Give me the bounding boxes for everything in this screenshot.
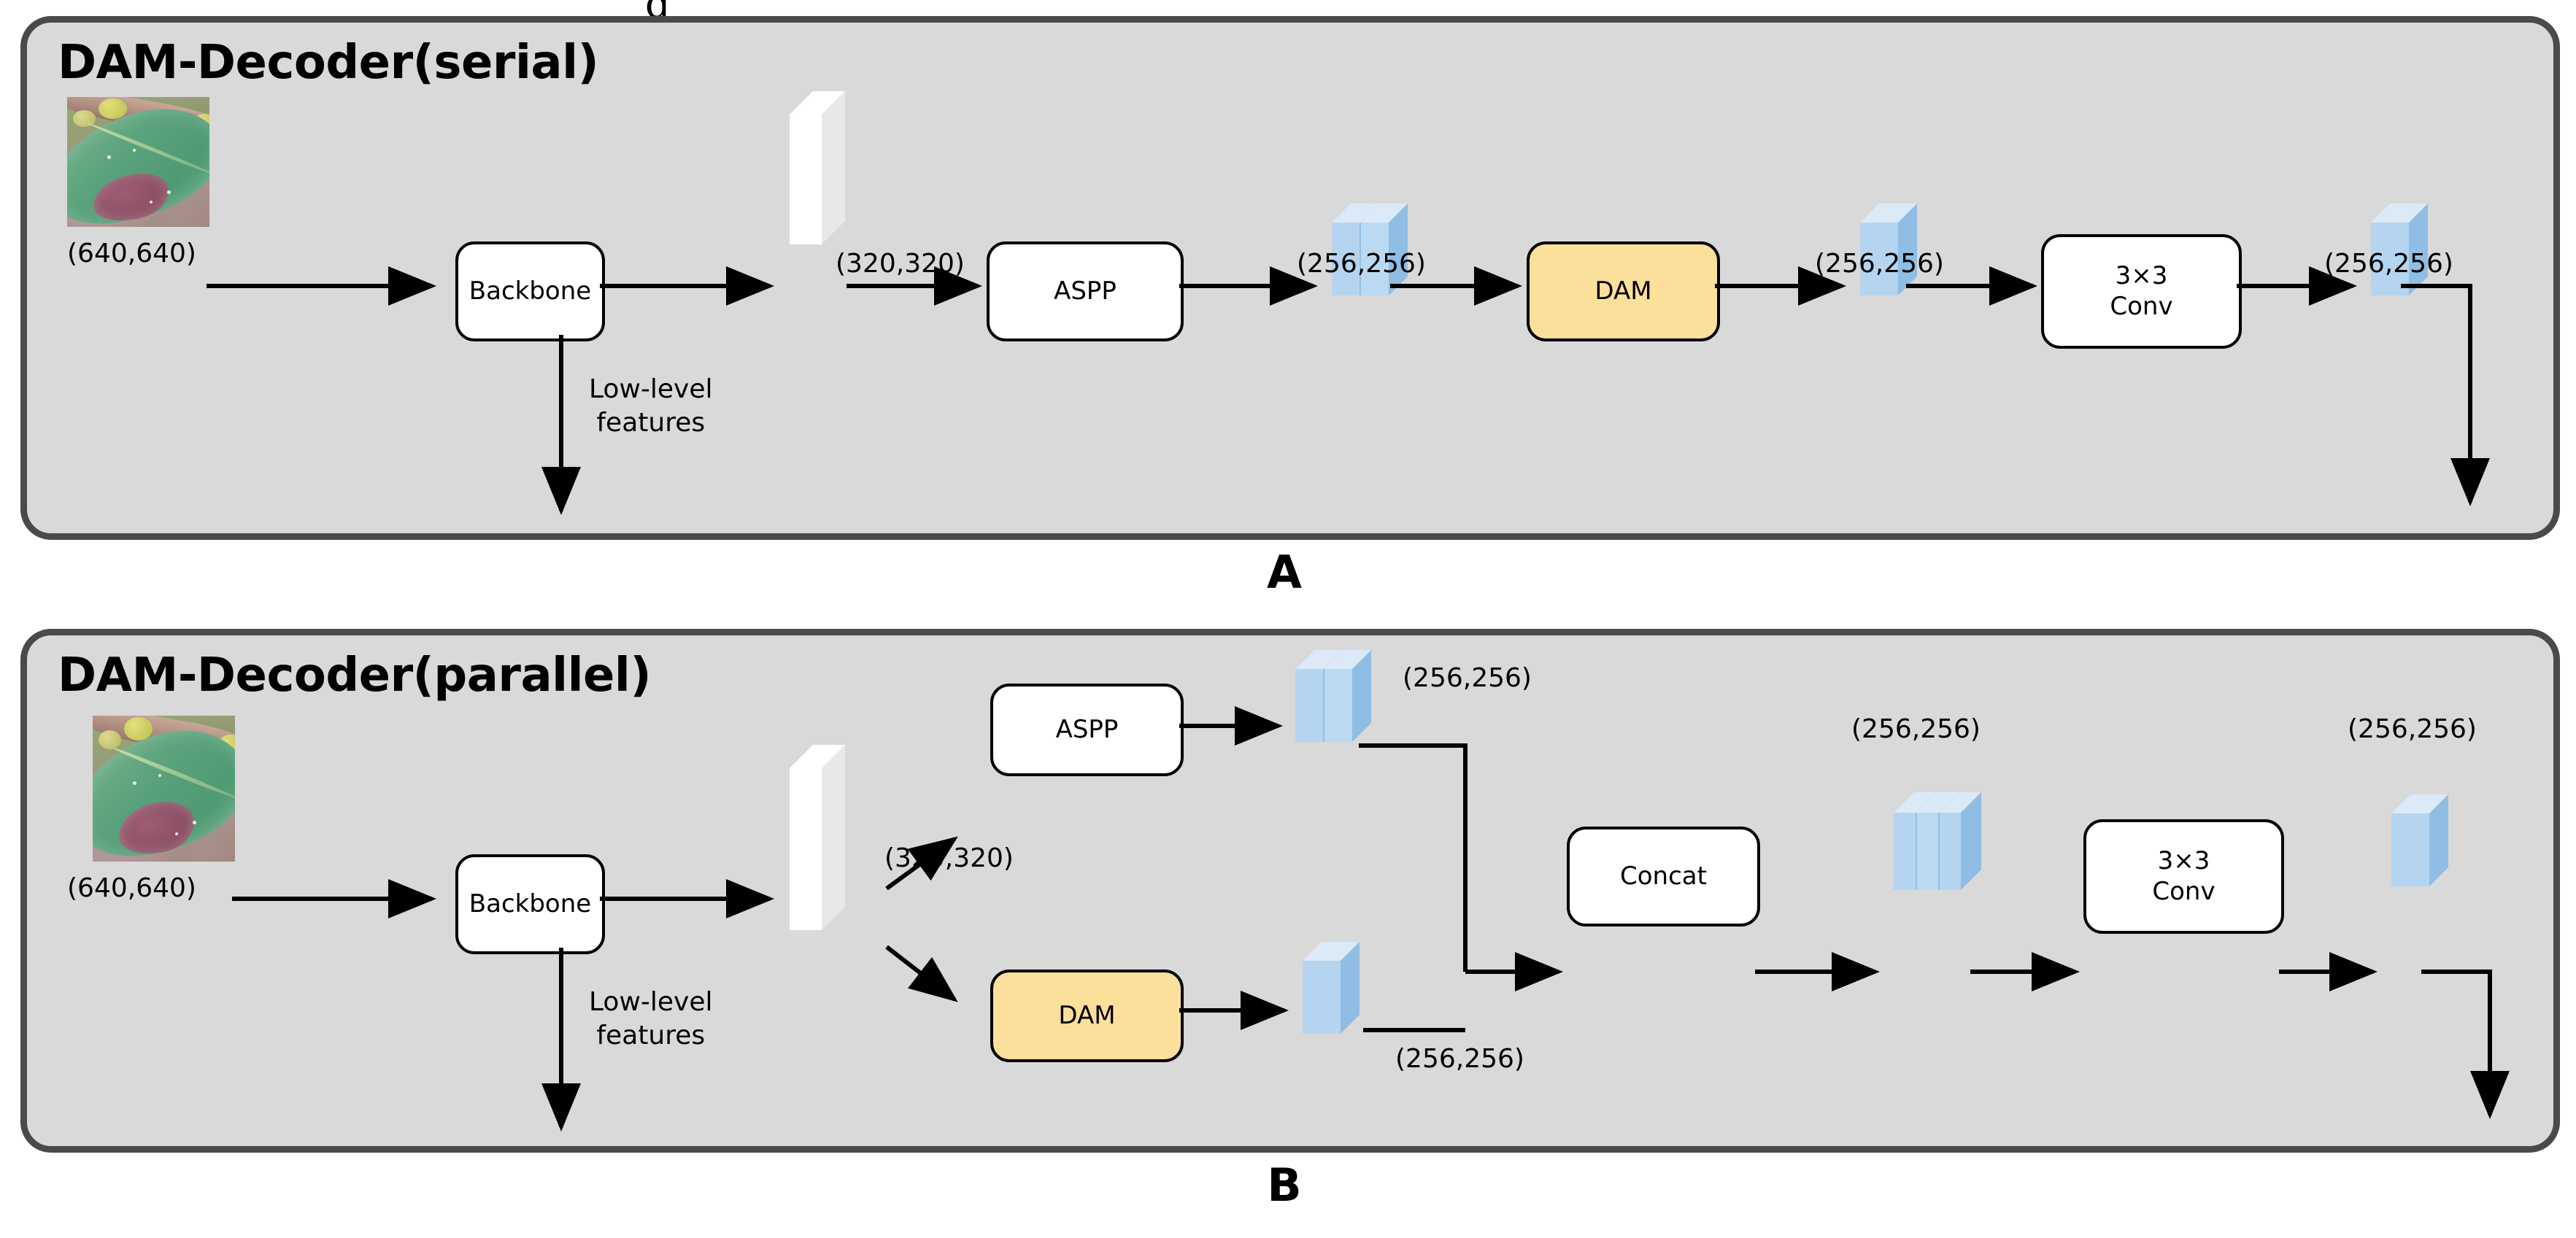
feature-slab-dam-out-a [1860,204,1927,309]
feature-slab-concat-out-b [1893,792,1991,905]
edge-label-low-level-features-b: Low-level features [589,986,713,1053]
conv-label-line1-a: 3×3 [2115,261,2168,291]
dim-backbone-out-a: (320,320) [836,249,965,279]
feature-slab-backbone-out-b [790,745,870,936]
panel-b-letter: B [1267,1158,1302,1212]
dim-concat-out-b: (256,256) [1851,714,1981,744]
conv-label-line2-a: Conv [2110,291,2173,321]
feature-slab-dam-out-b [1303,942,1370,1048]
feature-slab-aspp-out-a [1331,203,1418,309]
node-dam-a[interactable]: DAM [1527,241,1720,341]
dim-dam-out-a: (256,256) [1815,249,1944,279]
low-level-features-line2: features [596,408,706,438]
input-image-b [93,716,235,862]
node-aspp-a[interactable]: ASPP [987,241,1184,341]
node-aspp-b[interactable]: ASPP [990,684,1184,776]
low-level-features-line2-b: features [596,1021,706,1051]
feature-slab-aspp-out-b [1295,649,1381,756]
node-dam-b[interactable]: DAM [990,970,1184,1062]
low-level-features-line1-b: Low-level [589,987,713,1017]
dim-conv-out-a: (256,256) [2324,249,2453,279]
node-conv-b[interactable]: 3×3 Conv [2083,819,2284,934]
dim-backbone-out-b: (320,320) [884,843,1014,873]
low-level-features-line1: Low-level [589,374,713,404]
dim-conv-out-b: (256,256) [2348,714,2477,744]
feature-slab-conv-out-a [2371,204,2438,309]
panel-dam-decoder-serial: DAM-Decoder(serial) (640,640) Backbone L… [20,16,2560,540]
panel-a-letter: A [1267,546,1302,599]
dim-aspp-out-b: (256,256) [1403,663,1532,693]
conv-label-line1-b: 3×3 [2157,846,2210,876]
input-image-a [67,97,209,227]
panel-b-title: DAM-Decoder(parallel) [58,649,652,703]
node-backbone-b[interactable]: Backbone [455,854,605,954]
panel-a-title: DAM-Decoder(serial) [58,36,599,90]
conv-label-line2-b: Conv [2152,876,2216,906]
node-backbone-a[interactable]: Backbone [455,241,605,341]
feature-slab-backbone-out-a [790,91,870,248]
edge-label-low-level-features-a: Low-level features [589,373,713,440]
dim-input-b: (640,640) [67,873,196,903]
dim-aspp-out-a: (256,256) [1297,249,1426,279]
dim-dam-out-b: (256,256) [1395,1044,1524,1074]
feature-slab-conv-out-b [2391,794,2459,900]
panel-dam-decoder-parallel: DAM-Decoder(parallel) (640,640) Backbone… [20,629,2560,1153]
node-concat-b[interactable]: Concat [1567,827,1760,926]
dim-input-a: (640,640) [67,239,196,268]
node-conv-a[interactable]: 3×3 Conv [2041,234,2242,349]
